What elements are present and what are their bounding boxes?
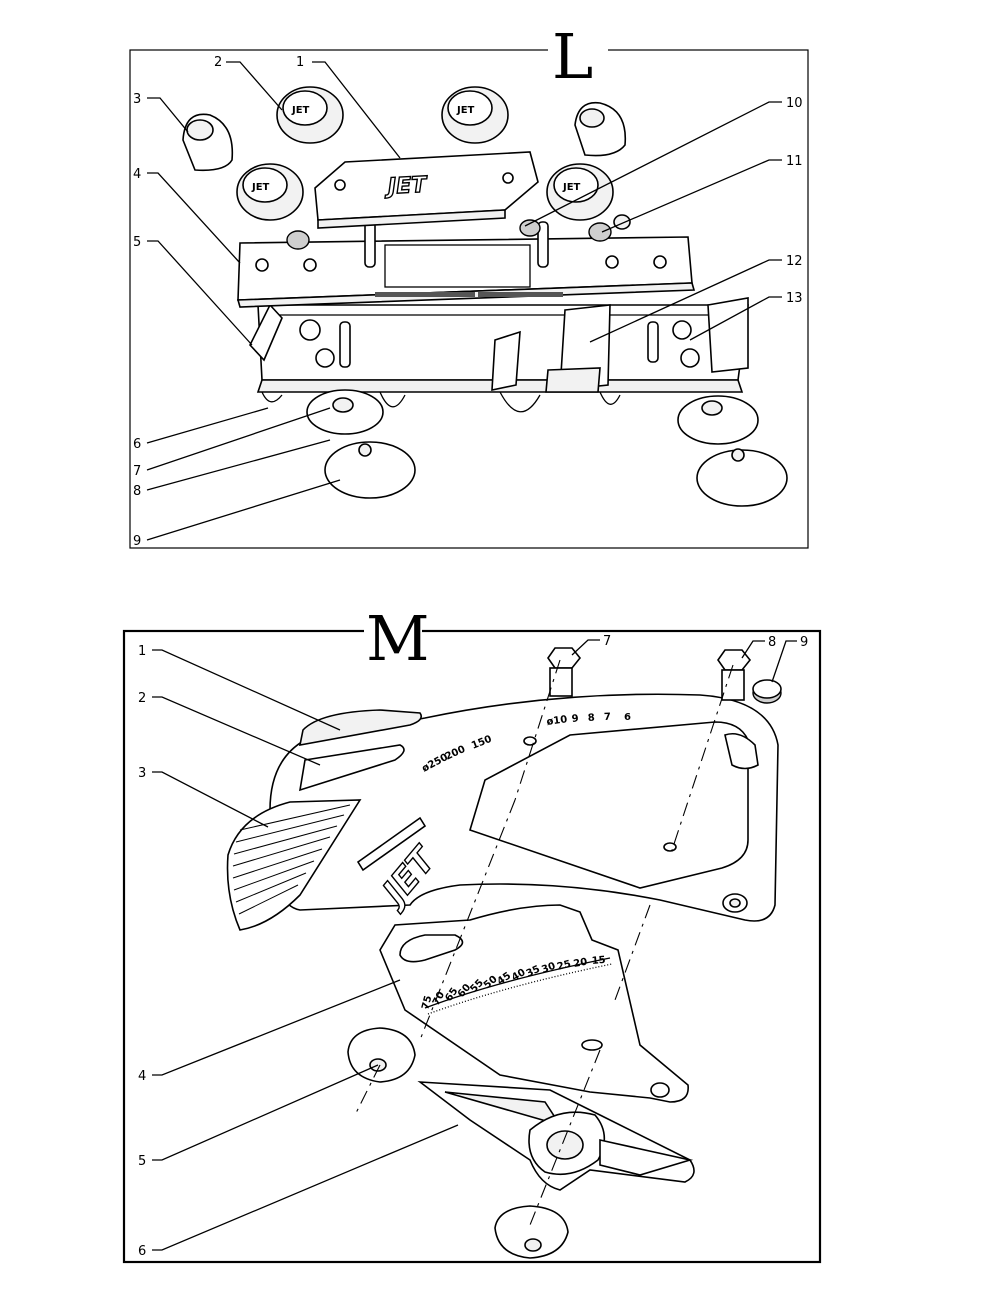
upper-scale-label: 8: [587, 713, 595, 724]
diagram-l-callout-7: 7: [133, 464, 141, 479]
diagram-l-callout-1: 1: [296, 55, 304, 70]
svg-text:JET: JET: [251, 182, 270, 193]
diagram-l-title-backdrop: [548, 28, 608, 78]
diagram-m-centerlines: [354, 659, 734, 1226]
diagram-l-callout-12: 12: [786, 254, 803, 269]
upper-scale-label: 9: [571, 713, 579, 725]
rail-body: [249, 297, 749, 413]
diagram-l-callout-9: 9: [133, 534, 141, 549]
diagram-l-leaders: [146, 61, 782, 541]
diagram-m-callout-8: 8: [768, 635, 776, 650]
pointer-arm: [417, 1081, 695, 1191]
top-plate: [236, 221, 696, 308]
diagram-m-frame: [122, 629, 822, 1264]
lower-scale-label: 20: [573, 957, 589, 970]
diagram-m-callout-3: 3: [138, 766, 146, 781]
miter-body: JET: [226, 693, 779, 931]
diagram-m-callout-6: 6: [138, 1244, 146, 1259]
svg-text:JET: JET: [291, 105, 310, 116]
diagram-m-callout-4: 4: [138, 1069, 146, 1084]
lower-scale-label: 35: [525, 964, 542, 980]
diagram-l-callout-10: 10: [786, 96, 803, 111]
set-screw: [286, 214, 631, 250]
diagram-m: M JET ø250 200: [122, 602, 822, 1264]
upper-scale-label: ø10: [546, 714, 568, 728]
upper-scale-label: 6: [624, 712, 631, 723]
stud-bolt: [547, 647, 782, 704]
diagram-l-callout-5: 5: [133, 235, 141, 250]
diagram-m-leaders: [152, 639, 797, 1251]
upper-scale-label: 7: [604, 712, 611, 723]
diagram-l-callout-11: 11: [786, 154, 803, 169]
scale-plate: [379, 904, 689, 1103]
diagram-m-callout-9: 9: [800, 635, 808, 650]
diagram-m-callout-1: 1: [138, 644, 146, 659]
diagram-l-callout-2: 2: [214, 55, 222, 70]
diagram-l-jet-logo: JET: [383, 173, 428, 200]
svg-text:JET: JET: [562, 182, 581, 193]
diagram-l-callout-4: 4: [133, 167, 141, 182]
lower-scale-label: 15: [591, 955, 606, 967]
diagram-m-callout-7: 7: [603, 634, 611, 649]
jet-knob: JET JET JET JET: [236, 86, 614, 221]
lower-scale-label: 75: [420, 994, 434, 1010]
diagram-m-callout-2: 2: [138, 691, 146, 706]
lock-knob: [347, 1027, 569, 1259]
diagram-l-title: L: [552, 20, 593, 93]
diagram-l-callout-13: 13: [786, 291, 803, 306]
lower-scale-label: 30: [540, 961, 557, 976]
svg-text:JET: JET: [456, 105, 475, 116]
end-cap: [182, 101, 627, 172]
adjuster-wheel: [306, 389, 788, 507]
lower-scale-label: 25: [556, 959, 572, 973]
diagram-m-callout-5: 5: [138, 1154, 146, 1169]
diagram-l-callout-6: 6: [133, 437, 141, 452]
diagram-l-callout-8: 8: [133, 484, 141, 499]
jet-cap: JET: [314, 151, 539, 229]
diagram-l-frame: [129, 49, 809, 549]
diagram-m-title-backdrop: [364, 608, 422, 660]
diagram-l-callout-3: 3: [133, 92, 141, 107]
diagram-m-title: M: [366, 602, 429, 675]
diagram-l: L: [129, 20, 809, 549]
